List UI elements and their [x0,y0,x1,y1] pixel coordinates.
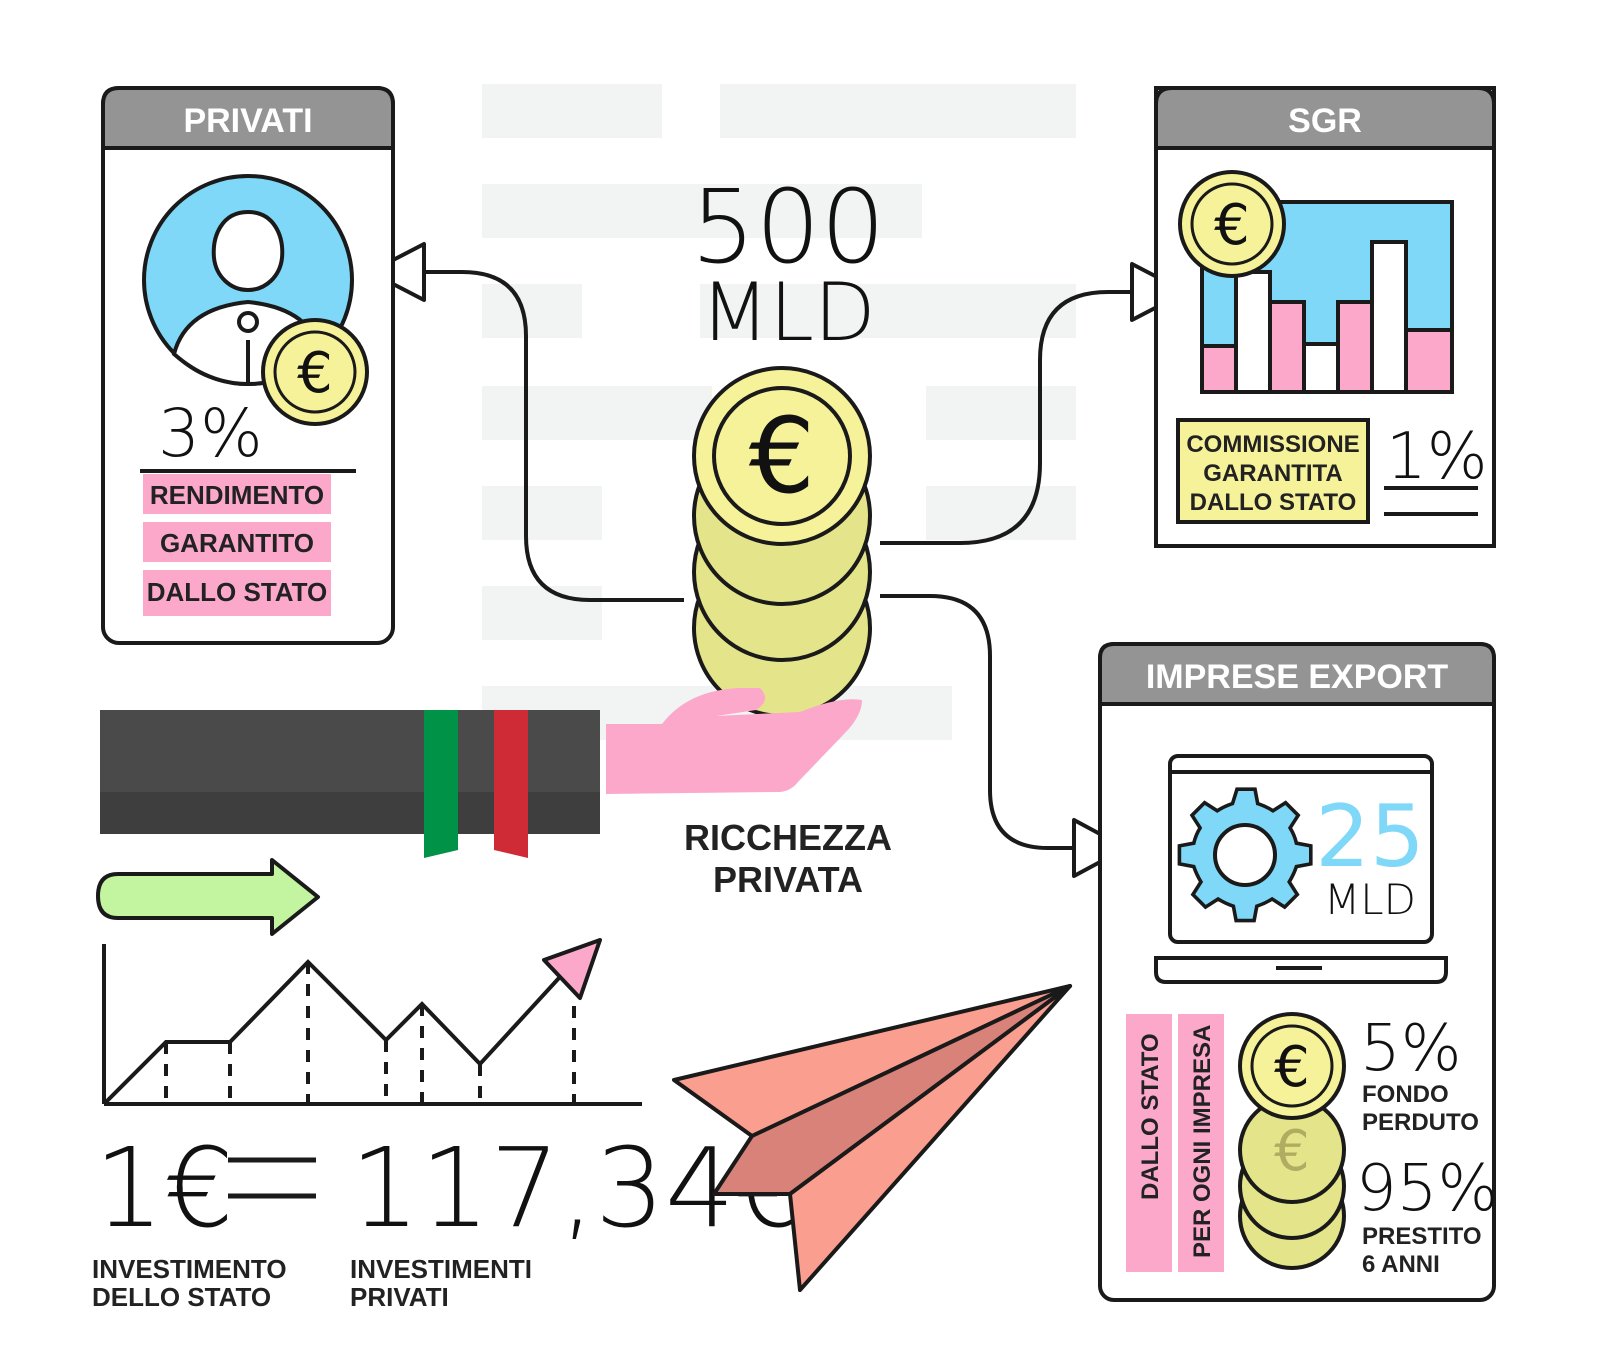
imprese-header: IMPRESE EXPORT [1146,658,1449,696]
sgr-commission-line-2: GARANTITA [1203,460,1343,487]
imprese-pct2-label-1: PRESTITO [1362,1223,1482,1250]
imprese-amount: 25 [1315,787,1424,887]
center-unit: MLD [700,266,875,359]
imprese-pct2-label-2: 6 ANNI [1362,1251,1440,1278]
line-chart-icon [102,944,642,1106]
sgr-header: SGR [1288,102,1362,140]
equation-right-caption-1: INVESTIMENTI [350,1254,532,1284]
privati-header: PRIVATI [183,102,312,140]
center-caption-line-2: PRIVATA [713,859,863,900]
privati-percent: 3% [158,395,263,472]
center-amount: 500 [691,168,886,287]
privati-tag-3: DALLO STATO [147,577,328,607]
svg-text:€: € [1214,193,1250,258]
sgr-percent: 1% [1386,420,1488,494]
equation-right-caption-2: PRIVATI [350,1282,449,1312]
coin-stack-icon: € € [1238,1012,1346,1270]
privati-tag-1: RENDIMENTO [150,480,324,510]
imprese-side-tag-2: PER OGNI IMPRESA [1189,1025,1216,1258]
euro-coin-icon: € [1274,1035,1310,1100]
imprese-pct1-label-1: FONDO [1362,1081,1449,1108]
imprese-pct1: 5% [1360,1012,1462,1086]
euro-coin-icon: € [261,318,369,426]
imprese-side-tag-1: DALLO STATO [1137,1033,1164,1200]
sgr-commission-line-3: DALLO STATO [1190,489,1357,516]
flow-connectors [418,270,1132,850]
svg-text:€: € [297,341,333,406]
imprese-pct2: 95% [1356,1152,1498,1226]
coin-stack-icon: € [692,366,872,718]
imprese-pct1-label-2: PERDUTO [1362,1109,1479,1136]
paper-plane-icon [672,984,1072,1292]
privati-card: PRIVATI € 3% RENDIMENTO GARANTITO DALLO … [101,86,395,645]
chart-arrowhead-icon [542,938,602,1000]
imprese-unit: MLD [1324,875,1416,924]
arrow-to-privati-icon [368,242,426,302]
euro-coin-icon: € [1178,170,1286,278]
imprese-card: IMPRESE EXPORT 25 MLD DALLO STATO PER OG… [1098,642,1498,1302]
sgr-card: SGR € COMMISSIONE GARANTITA DALLO STATO … [1154,86,1496,548]
equation-left: 1€ [94,1124,234,1252]
center-caption-line-1: RICCHEZZA [684,817,892,858]
hand-icon [100,688,862,858]
privati-tag-2: GARANTITO [160,528,314,558]
equation-left-caption-2: DELLO STATO [92,1282,271,1312]
gear-icon [1177,787,1313,923]
equation-left-caption-1: INVESTIMENTO [92,1254,287,1284]
sgr-commission-line-1: COMMISSIONE [1186,431,1359,458]
euro-faded-icon: € [1274,1119,1310,1184]
arrow-right-icon [96,858,320,936]
euro-coin-icon: € [749,395,815,517]
